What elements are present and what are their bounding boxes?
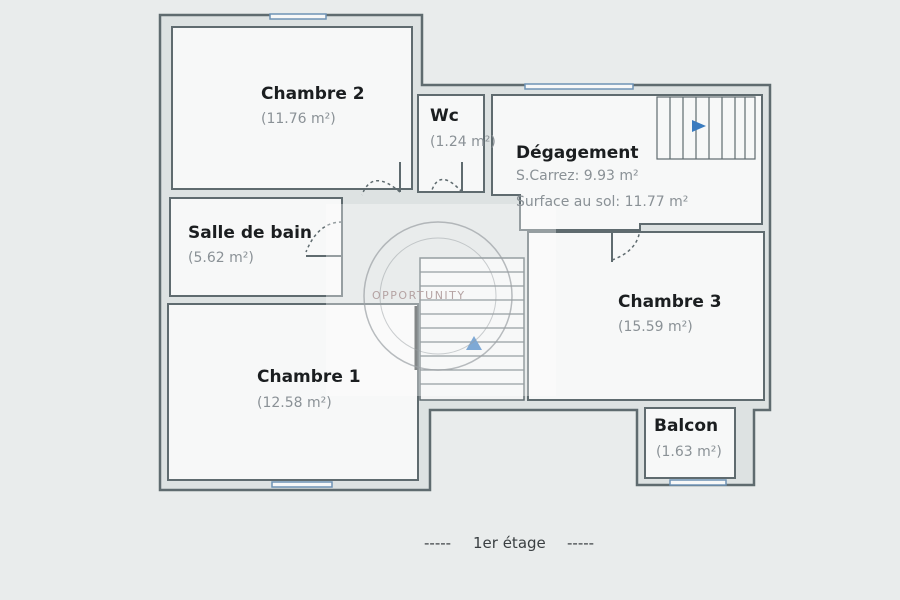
upper-stair-arrow-icon xyxy=(692,120,706,132)
room-chambre-1 xyxy=(167,303,419,481)
floor-label-dashes-right: ----- xyxy=(567,534,594,552)
watermark-ring xyxy=(363,221,513,371)
floor-label: 1er étage xyxy=(473,534,546,552)
chambre-3-label: Chambre 3 xyxy=(618,292,722,312)
watermark-ring-inner xyxy=(379,237,497,355)
salle-de-bain-label: Salle de bain xyxy=(188,223,312,243)
wc-label: Wc xyxy=(430,106,459,126)
degagement-surface: Surface au sol: 11.77 m² xyxy=(516,194,688,210)
watermark-text: OPPORTUNITY xyxy=(372,289,466,302)
floor-label-dashes-left: ----- xyxy=(424,534,451,552)
chambre-1-label: Chambre 1 xyxy=(257,367,361,387)
upper-staircase xyxy=(656,96,756,160)
room-wc xyxy=(417,94,485,193)
balcon-area: (1.63 m²) xyxy=(656,444,722,460)
windows xyxy=(269,13,727,488)
main-stair-arrow-icon xyxy=(466,336,482,350)
chambre-1-area: (12.58 m²) xyxy=(257,395,332,411)
chambre-2-label: Chambre 2 xyxy=(261,84,365,104)
room-balcon xyxy=(644,407,736,479)
wc-area: (1.24 m²) xyxy=(430,134,496,150)
door-leaves xyxy=(306,162,613,262)
window-balcon xyxy=(669,479,727,486)
window-chambre-2 xyxy=(269,13,327,20)
door-swings xyxy=(305,178,641,261)
stair-area xyxy=(419,257,525,401)
salle-de-bain-area: (5.62 m²) xyxy=(188,250,254,266)
room-chambre-2 xyxy=(171,26,413,190)
degagement-label: Dégagement xyxy=(516,143,638,163)
room-chambre-3 xyxy=(527,231,765,401)
balcon-label: Balcon xyxy=(654,416,718,436)
chambre-3-area: (15.59 m²) xyxy=(618,319,693,335)
degagement-carrez: S.Carrez: 9.93 m² xyxy=(516,168,639,184)
window-degagement xyxy=(524,83,634,90)
window-chambre-1 xyxy=(271,481,333,488)
chambre-2-area: (11.76 m²) xyxy=(261,111,336,127)
room-salle-de-bain xyxy=(169,197,343,297)
